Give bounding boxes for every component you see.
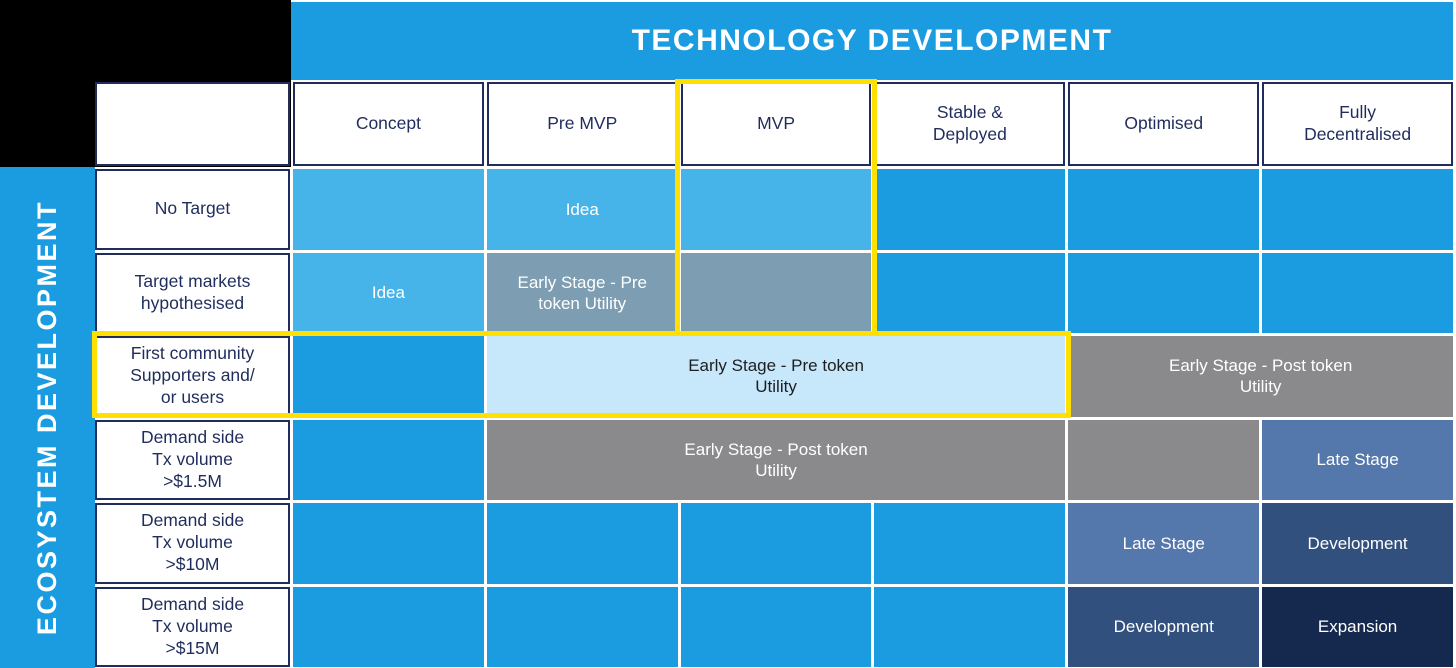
cell-no-target-optimised — [1068, 169, 1260, 250]
col-header-fully-decentralised: Fully Decentralised — [1262, 82, 1453, 166]
corner-cell — [95, 82, 290, 166]
row-header-target-markets: Target markets hypothesised — [95, 252, 290, 333]
cell-target-markets-concept: Idea — [293, 252, 484, 333]
cell-target-markets-pre-mvp: Early Stage - Pre token Utility — [486, 252, 678, 333]
col-header-optimised: Optimised — [1068, 82, 1260, 166]
matrix-grid: Concept Pre MVP MVP Stable & Deployed Op… — [95, 82, 1453, 667]
cell-no-target-pre-mvp: Idea — [486, 169, 678, 250]
row-header-demand-15m: Demand side Tx volume >$15M — [95, 586, 290, 667]
cell-demand-15m-fully-decentralised: Expansion — [1262, 586, 1453, 667]
cell-no-target-stable-deployed — [874, 169, 1066, 250]
cell-demand-10m-concept — [293, 503, 484, 584]
cell-demand-10m-fully-decentralised: Development — [1262, 503, 1453, 584]
col-header-pre-mvp: Pre MVP — [486, 82, 678, 166]
col-header-stable-deployed: Stable & Deployed — [874, 82, 1066, 166]
cell-target-markets-optimised — [1068, 252, 1260, 333]
cell-demand-10m-stable-deployed — [874, 503, 1066, 584]
ecosystem-development-title: ECOSYSTEM DEVELOPMENT — [32, 199, 62, 636]
cell-no-target-fully-decentralised — [1262, 169, 1453, 250]
row-header-no-target: No Target — [95, 169, 290, 250]
cell-first-community-concept — [293, 336, 484, 417]
col-header-mvp: MVP — [680, 82, 872, 166]
cell-target-markets-mvp — [680, 252, 872, 333]
cell-demand-1-5m-post-token-utility: Early Stage - Post token Utility — [486, 419, 1066, 500]
col-header-concept: Concept — [293, 82, 484, 166]
technology-development-title: TECHNOLOGY DEVELOPMENT — [631, 24, 1113, 57]
ecosystem-development-band: ECOSYSTEM DEVELOPMENT — [0, 167, 95, 668]
row-header-demand-10m: Demand side Tx volume >$10M — [95, 503, 290, 584]
row-header-first-community: First community Supporters and/ or users — [95, 336, 290, 417]
cell-target-markets-stable-deployed — [874, 252, 1066, 333]
cell-demand-15m-pre-mvp — [486, 586, 678, 667]
cell-demand-1-5m-concept — [293, 419, 484, 500]
cell-demand-10m-pre-mvp — [486, 503, 678, 584]
cell-demand-15m-concept — [293, 586, 484, 667]
cell-demand-15m-optimised: Development — [1068, 586, 1260, 667]
cell-demand-1-5m-fully-decentralised: Late Stage — [1262, 419, 1453, 500]
cell-first-community-post-token-utility: Early Stage - Post token Utility — [1068, 336, 1453, 417]
cell-demand-15m-mvp — [680, 586, 872, 667]
row-header-demand-1-5m: Demand side Tx volume >$1.5M — [95, 419, 290, 500]
cell-no-target-mvp — [680, 169, 872, 250]
cell-demand-1-5m-optimised — [1068, 419, 1260, 500]
cell-no-target-concept — [293, 169, 484, 250]
cell-demand-10m-optimised: Late Stage — [1068, 503, 1260, 584]
cell-demand-15m-stable-deployed — [874, 586, 1066, 667]
technology-development-band: TECHNOLOGY DEVELOPMENT — [291, 2, 1453, 80]
cell-demand-10m-mvp — [680, 503, 872, 584]
cell-target-markets-fully-decentralised — [1262, 252, 1453, 333]
cell-first-community-pre-token-utility: Early Stage - Pre token Utility — [486, 336, 1066, 417]
